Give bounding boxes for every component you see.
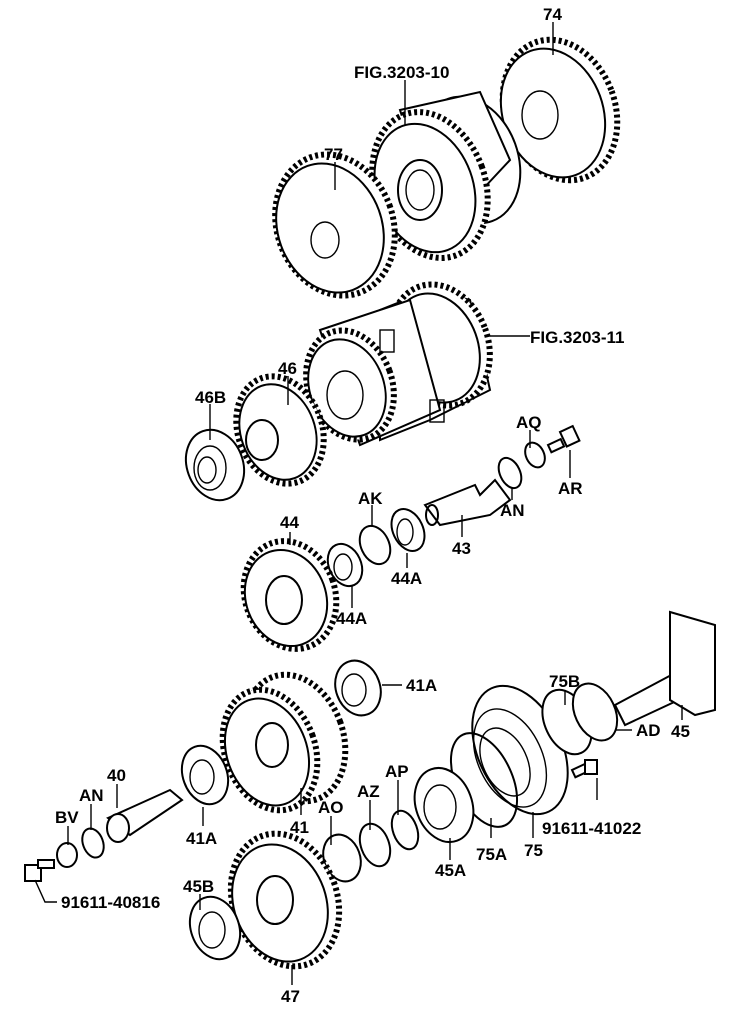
part-44A-bearing-right xyxy=(390,508,426,552)
part-AO-collar xyxy=(322,833,362,883)
part-45-output-shaft xyxy=(613,610,716,727)
callout-AR: AR xyxy=(558,479,583,498)
callout-AP: AP xyxy=(385,762,409,781)
callout-46: 46 xyxy=(278,359,297,378)
part-AQ-plate xyxy=(524,441,546,469)
part-AN-oring-top xyxy=(497,456,523,490)
callout-46B: 46B xyxy=(195,388,227,407)
callout-74: 74 xyxy=(543,5,562,24)
callout-AN-top: AN xyxy=(500,501,525,520)
part-AR-bolt xyxy=(546,424,581,454)
part-AN-oring-bottom xyxy=(81,827,105,859)
part-91611-41022-bolt xyxy=(570,759,598,779)
part-45A-bearing xyxy=(413,767,475,843)
part-46-gear xyxy=(233,373,327,487)
part-40-shaft xyxy=(106,788,184,843)
callout-40: 40 xyxy=(107,766,126,785)
callout-AZ: AZ xyxy=(357,782,380,801)
callout-45B: 45B xyxy=(183,877,215,896)
callout-41A-top: 41A xyxy=(406,676,438,695)
callout-75A: 75A xyxy=(476,845,508,864)
callout-45: 45 xyxy=(671,722,690,741)
part-41A-bearing-top xyxy=(334,659,382,717)
callout-BV: BV xyxy=(55,808,79,827)
callout-AD: AD xyxy=(636,721,661,740)
callout-AN-bottom: AN xyxy=(79,786,104,805)
part-43-shaft xyxy=(423,478,512,527)
callout-AQ: AQ xyxy=(516,413,542,432)
callout-91611-40816: 91611-40816 xyxy=(61,893,161,912)
part-91611-40816-bolt xyxy=(24,859,55,882)
callout-75B: 75B xyxy=(549,672,581,691)
part-AD-seal xyxy=(571,682,619,742)
callout-41A-bottom: 41A xyxy=(186,829,218,848)
part-44-gear xyxy=(240,538,340,652)
part-74-gear xyxy=(499,36,621,184)
part-BV-plate xyxy=(56,842,78,868)
callout-44A-right: 44A xyxy=(391,569,423,588)
callout-AK: AK xyxy=(358,489,383,508)
ref-fig-3203-11[interactable]: FIG.3203-11 xyxy=(530,328,625,347)
part-41-gear-cluster xyxy=(219,671,349,814)
callout-AO: AO xyxy=(318,798,344,817)
callout-41: 41 xyxy=(290,818,309,837)
part-AK-ring xyxy=(358,524,392,566)
callout-77: 77 xyxy=(324,145,343,164)
part-41A-bearing-bottom xyxy=(180,744,230,806)
part-45B-bearing xyxy=(188,895,242,961)
part-AZ-ring xyxy=(358,822,392,868)
leader-lines xyxy=(34,22,683,985)
callout-44: 44 xyxy=(280,513,299,532)
callout-44A-left: 44A xyxy=(336,609,368,628)
callout-43: 43 xyxy=(452,539,471,558)
assembly-fig-3203-11 xyxy=(303,281,493,447)
part-47-gear xyxy=(227,830,343,970)
callout-75: 75 xyxy=(524,841,543,860)
callout-91611-41022: 91611-41022 xyxy=(542,819,642,838)
ref-fig-3203-10[interactable]: FIG.3203-10 xyxy=(354,63,450,82)
part-77-gear xyxy=(272,151,398,299)
callout-47: 47 xyxy=(281,987,300,1006)
callout-45A: 45A xyxy=(435,861,467,880)
part-46B-bearing xyxy=(184,428,246,502)
